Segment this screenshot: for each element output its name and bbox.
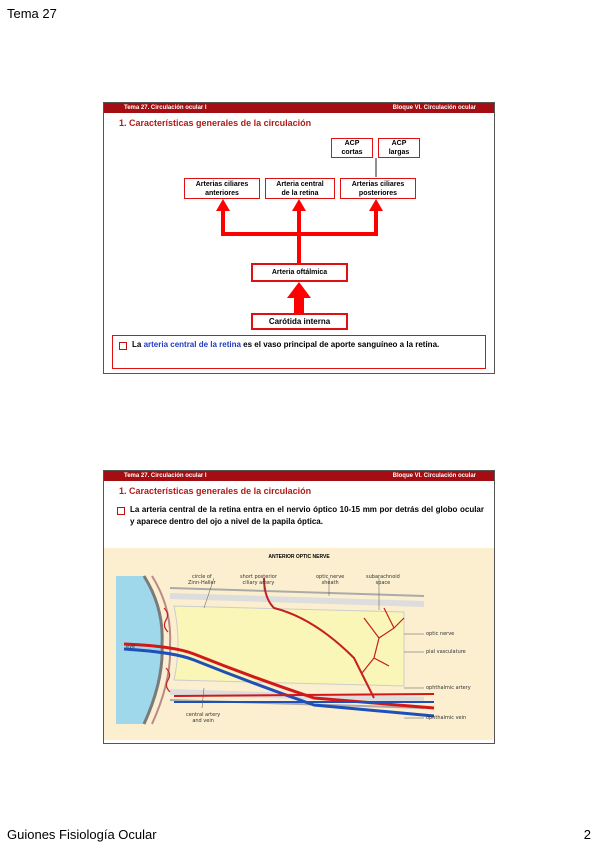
box-carotida-interna: Carótida interna (251, 313, 348, 330)
label-pial-vasculature: pial vasculature (426, 649, 466, 655)
optic-nerve-figure: ANTERIOR OPTIC NERVE (104, 548, 494, 740)
slide-2-text: La arteria central de la retina entra en… (117, 504, 484, 528)
slide-bar-left: Tema 27. Circulación ocular I (124, 105, 207, 111)
label-ophthalmic-artery: ophthalmic artery (426, 685, 471, 691)
label-optic-nerve: optic nerve (426, 631, 455, 637)
slide-bar-left: Tema 27. Circulación ocular I (124, 473, 207, 479)
figure-title: ANTERIOR OPTIC NERVE (268, 554, 330, 560)
page-number: 2 (583, 827, 591, 842)
box-arteria-oftalmica: Arteria oftálmica (251, 263, 348, 282)
slide-title: 1. Características generales de la circu… (119, 486, 312, 496)
slide-header-bar: Tema 27. Circulación ocular I Bloque VI.… (104, 103, 494, 113)
arrow-posteriores (369, 199, 383, 211)
slide-bar-right: Bloque VI. Circulación ocular (392, 105, 476, 111)
slide-1: Tema 27. Circulación ocular I Bloque VI.… (103, 102, 495, 374)
optic-nerve-illustration (116, 575, 435, 725)
page-footer: Guiones Fisiología Ocular (7, 827, 157, 842)
slide-2: Tema 27. Circulación ocular I Bloque VI.… (103, 470, 495, 744)
slide-header-bar: Tema 27. Circulación ocular I Bloque VI.… (104, 471, 494, 481)
note-highlight: arteria central de la retina (143, 340, 241, 349)
note-box: La arteria central de la retina es el va… (112, 335, 486, 369)
label-eye: eye (126, 644, 136, 650)
label-ophthalmic-vein: ophthalmic vein (426, 715, 467, 721)
page-header: Tema 27 (7, 6, 57, 21)
arrow-oftalmica (287, 282, 311, 298)
bullet-square-icon (119, 342, 127, 350)
arrow-anteriores (216, 199, 230, 211)
slide-title: 1. Características generales de la circu… (119, 118, 312, 128)
note-text: La arteria central de la retina es el va… (132, 340, 440, 349)
bullet-square-icon (117, 507, 125, 515)
slide-bar-right: Bloque VI. Circulación ocular (392, 473, 476, 479)
arrow-central (292, 199, 306, 211)
arterial-tree-arrows (216, 158, 383, 314)
